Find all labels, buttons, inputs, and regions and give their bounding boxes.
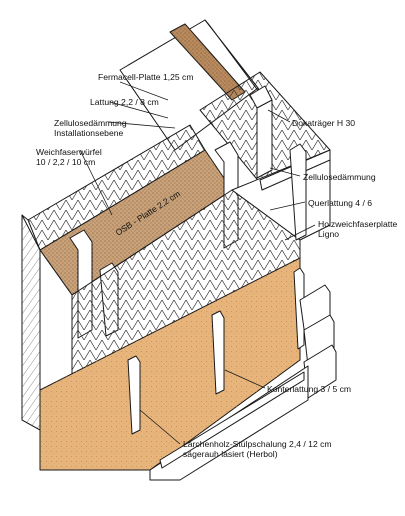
label-fermacell: Fermacell-Platte 1,25 cm [98, 72, 194, 82]
leader-querlattung [269, 201, 306, 211]
label-konterlattung: Konterlattung 3 / 5 cm [267, 384, 352, 394]
label-holzweich-2: Ligno [318, 229, 340, 239]
leader-holzweich [284, 224, 316, 241]
leader-laerche [139, 409, 181, 445]
leader-lattung [109, 101, 169, 119]
right-post [289, 143, 307, 241]
leader-konterlattung [224, 369, 266, 389]
label-dokatraeger: Dokaträger H 30 [292, 118, 356, 128]
leader-weichfaser [79, 149, 113, 216]
left-wall-hatch [21, 214, 41, 431]
counter-batten-1 [127, 355, 141, 435]
label-laerche-2: sägerauh lasiert (Herbol) [183, 449, 278, 459]
label-zellulose: Zellulosedämmung [303, 172, 376, 182]
label-weichfaser-2: 10 / 2,2 / 10 cm [36, 157, 96, 167]
leader-zellulose-install [107, 121, 176, 129]
label-lattung: Lattung 2,2 / 8 cm [90, 97, 159, 107]
leader-zellulose [269, 167, 301, 177]
cladding-front-2 [159, 371, 305, 469]
label-weichfaser-1: Weichfaserwürfel [36, 147, 102, 157]
label-zellulose-install-2: Installationsebene [54, 128, 124, 138]
label-zellulose-install-1: Zellulosedämmung [54, 118, 127, 128]
leader-dokatraeger [267, 109, 291, 123]
leader-fermacell [119, 81, 169, 101]
label-holzweich-1: Holzweichfaserplatte [318, 219, 398, 229]
label-laerche-1: Lärchenholz-Stülpschalung 2,4 / 12 cm [183, 439, 332, 449]
label-querlattung: Querlattung 4 / 6 [308, 198, 373, 208]
counter-batten-2 [211, 310, 225, 395]
